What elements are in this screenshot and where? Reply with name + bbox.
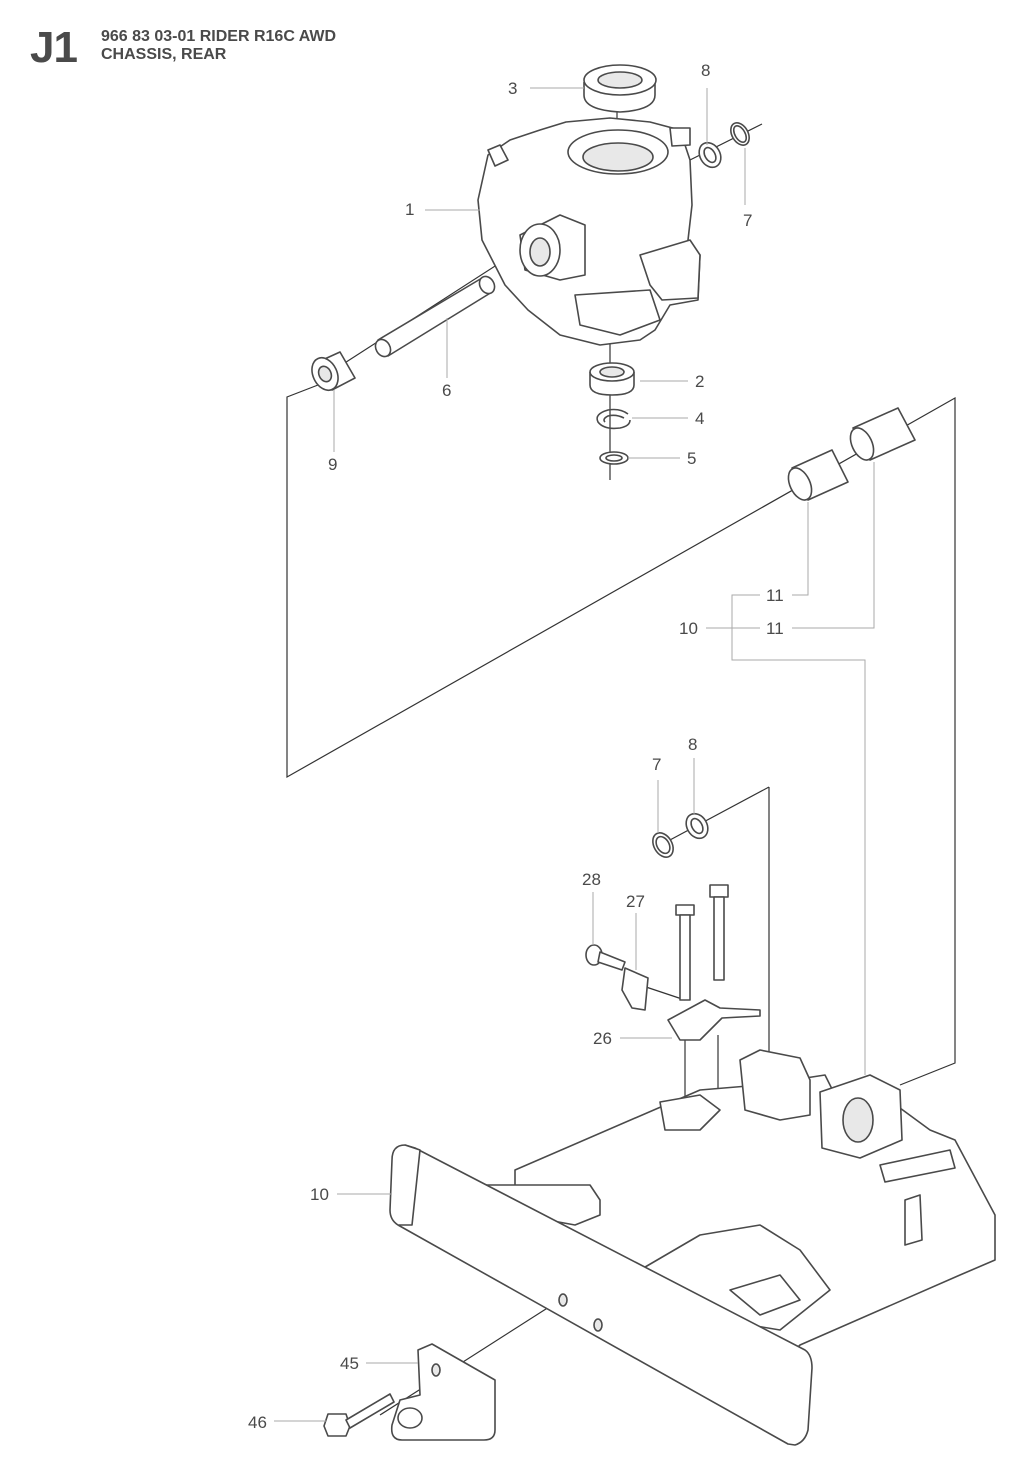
callout-46: 46 <box>248 1413 267 1432</box>
callout-leaders <box>274 87 875 1422</box>
part-11-bushing-left <box>787 449 849 501</box>
part-28-screw <box>585 944 626 971</box>
bolt-long-right <box>709 884 729 981</box>
callout-5: 5 <box>687 449 696 468</box>
part-45-mount-bracket <box>390 1343 496 1441</box>
callout-8-upper: 8 <box>701 61 710 80</box>
section-code: J1 <box>30 23 78 72</box>
callout-7-upper: 7 <box>743 211 752 230</box>
callout-27: 27 <box>626 892 645 911</box>
callout-45: 45 <box>340 1354 359 1373</box>
part-10-bumper <box>389 1144 813 1446</box>
part-9-bushing <box>311 351 356 392</box>
part-26-bracket <box>667 999 761 1041</box>
part-4-circlip <box>596 408 631 430</box>
callout-7-lower: 7 <box>652 755 661 774</box>
part-11-bushing-right <box>849 407 916 461</box>
callout-3: 3 <box>508 79 517 98</box>
callout-1: 1 <box>405 200 414 219</box>
callout-11-lower: 11 <box>766 619 784 638</box>
callout-4: 4 <box>695 409 704 428</box>
part-8-upper-washer <box>698 141 722 169</box>
bolt-long-left <box>675 904 695 1001</box>
callout-10-upper: 10 <box>679 619 698 638</box>
section-title: CHASSIS, REAR <box>101 46 227 63</box>
callout-11-upper: 11 <box>766 586 784 605</box>
part-1-housing <box>477 117 701 346</box>
part-46-bolt <box>323 1393 395 1437</box>
part-3-seal <box>583 64 657 113</box>
callout-10-lower: 10 <box>310 1185 329 1204</box>
callout-8-lower: 8 <box>688 735 697 754</box>
part-8-lower-washer <box>685 812 709 840</box>
callout-labels: 3 8 1 7 6 2 4 9 5 11 10 11 8 7 28 27 26 … <box>248 61 784 1432</box>
model-line: 966 83 03-01 RIDER R16C AWD <box>101 28 337 45</box>
part-7-lower-ring <box>652 832 674 858</box>
callout-6: 6 <box>442 381 451 400</box>
part-7-upper-ring <box>730 122 750 146</box>
part-2-bearing <box>589 362 635 396</box>
part-5-washer <box>599 451 629 465</box>
callout-2: 2 <box>695 372 704 391</box>
callout-9: 9 <box>328 455 337 474</box>
callout-26: 26 <box>593 1029 612 1048</box>
part-27-clip <box>621 967 649 1011</box>
callout-28: 28 <box>582 870 601 889</box>
part-6-pin <box>374 275 496 358</box>
